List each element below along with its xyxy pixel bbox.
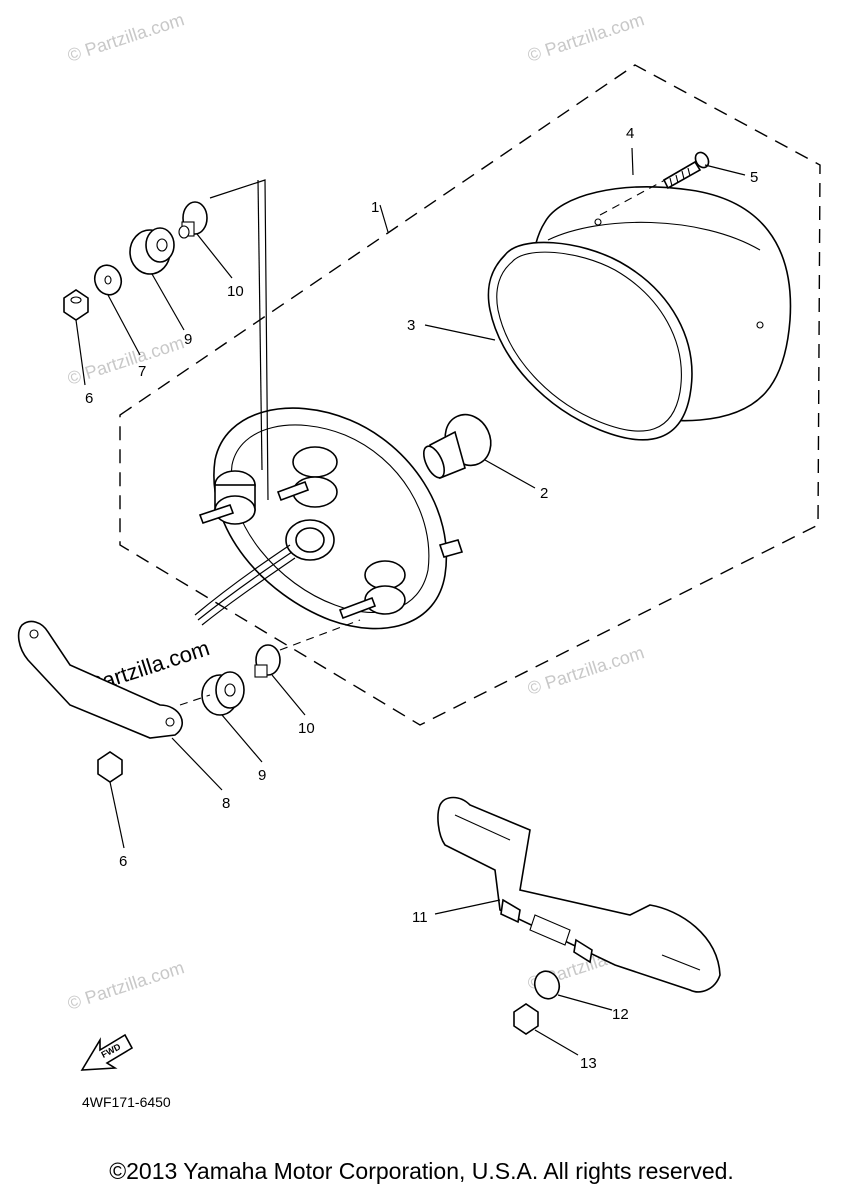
callout-9-upper: 9	[184, 331, 192, 348]
copyright-notice: ©2013 Yamaha Motor Corporation, U.S.A. A…	[109, 1158, 734, 1184]
lower-nut	[97, 751, 123, 783]
callout-7: 7	[138, 363, 146, 380]
nut-part	[513, 1003, 539, 1035]
leader-lines	[75, 147, 746, 1056]
callout-6-lower: 6	[119, 853, 127, 870]
callouts: 1 2 3 4 5 6 6 7 8 9 9 10 10 11 12 13	[85, 125, 758, 1072]
watermark-6: © Partzilla.com	[525, 642, 647, 699]
assembly-boundary	[119, 64, 821, 726]
callout-10-upper: 10	[227, 283, 244, 300]
fwd-arrow-icon: FWD	[80, 1033, 134, 1071]
callout-12: 12	[612, 1006, 629, 1023]
callout-6-upper: 6	[85, 390, 93, 407]
watermark-3: © Partzilla.com	[65, 332, 187, 389]
housing-part	[194, 407, 464, 630]
callout-3: 3	[407, 317, 415, 334]
license-bracket-part	[437, 796, 721, 993]
screw-part	[662, 151, 710, 190]
watermark-7: © Partzilla.com	[65, 957, 187, 1014]
washer-part	[533, 970, 561, 1000]
callout-5: 5	[750, 169, 758, 186]
watermark-2: © Partzilla.com	[525, 9, 647, 66]
callout-4: 4	[626, 125, 634, 142]
upper-hardware	[63, 201, 208, 321]
gasket-part	[487, 241, 693, 441]
callout-13: 13	[580, 1055, 597, 1072]
callout-1: 1	[371, 199, 379, 216]
callout-8: 8	[222, 795, 230, 812]
bulb-part	[422, 413, 492, 480]
bracket-part	[17, 620, 183, 739]
watermark-1: © Partzilla.com	[65, 9, 187, 66]
callout-2: 2	[540, 485, 548, 502]
diagram-code: 4WF171-6450	[82, 1094, 171, 1110]
callout-11: 11	[412, 909, 428, 926]
lower-hardware	[201, 644, 281, 716]
callout-9-lower: 9	[258, 767, 266, 784]
callout-10-lower: 10	[298, 720, 315, 737]
